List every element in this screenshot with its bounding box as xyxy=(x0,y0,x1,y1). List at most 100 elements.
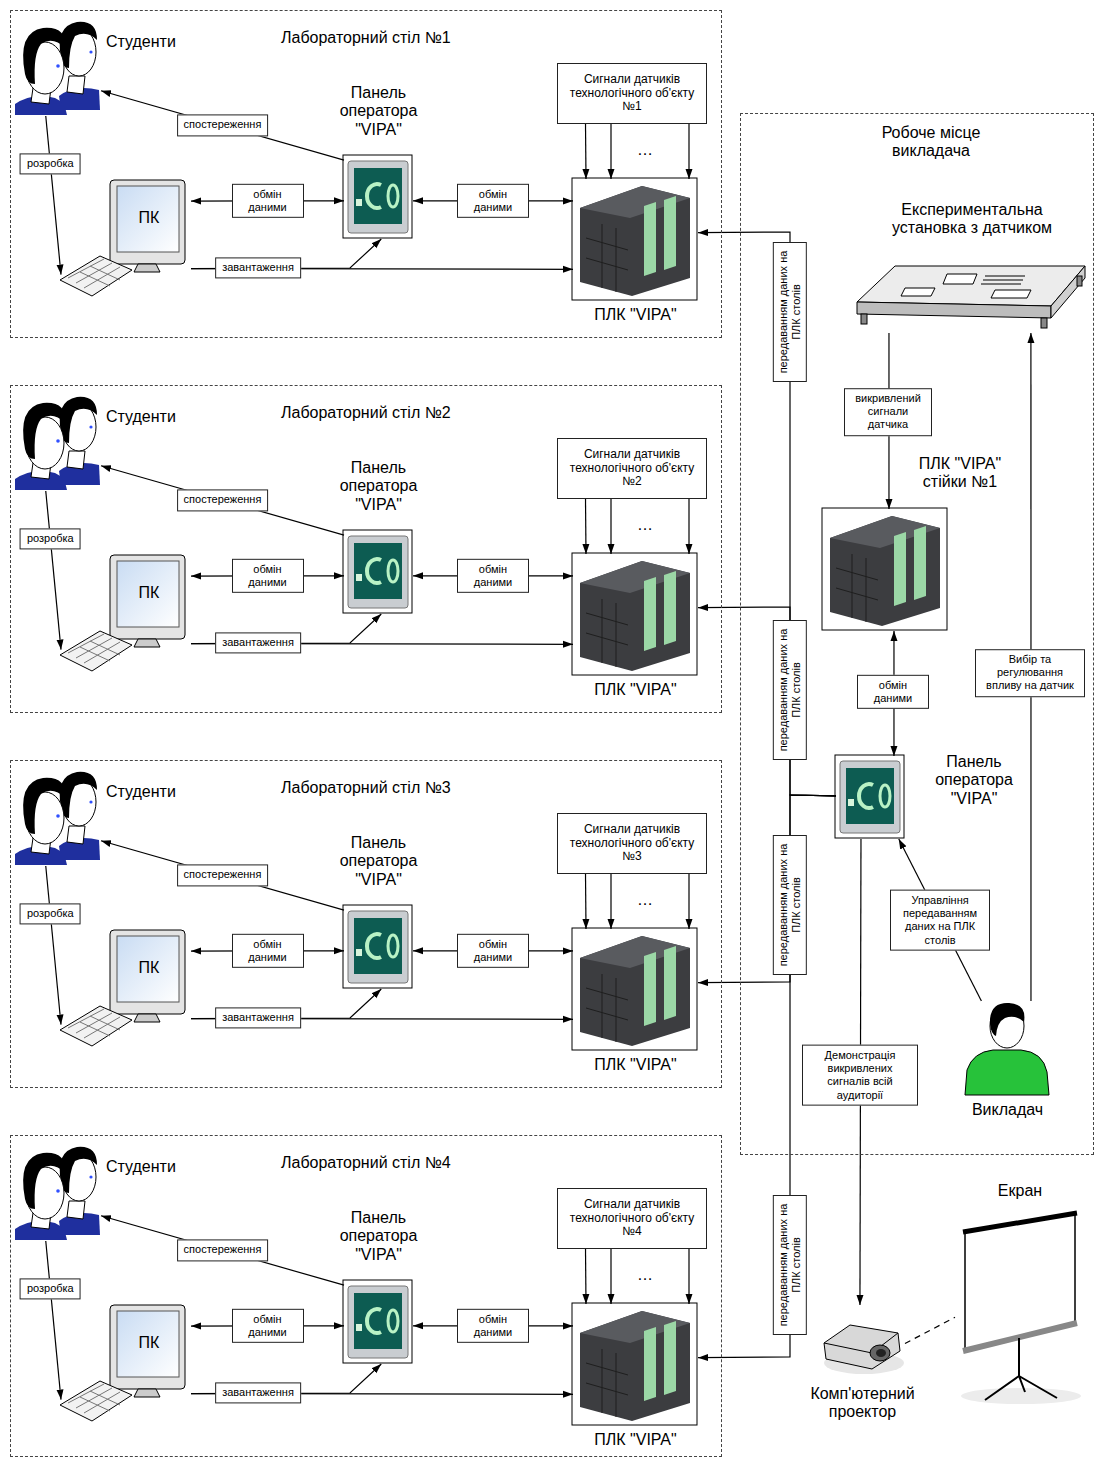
experimental-setup: Експериментальна установка з датчиком xyxy=(856,263,1088,333)
connector-label: передаванням даних на ПЛК столів xyxy=(773,620,807,760)
experimental-setup-figure xyxy=(857,266,1085,328)
continuation-mark: … xyxy=(637,892,653,908)
arrow-connector xyxy=(698,232,836,796)
operator-panel: Панель оператора "VIPA" xyxy=(344,1281,413,1364)
students-icon: Студенти xyxy=(16,394,101,491)
node-label: Панель оператора "VIPA" xyxy=(924,753,1024,808)
node-label: Сигнали датчиків технологічного об'єкту … xyxy=(564,448,700,489)
arrow-connector xyxy=(698,607,836,796)
connector-label: завантаження xyxy=(215,1382,301,1403)
node-label: Студенти xyxy=(106,1158,206,1176)
node-label: Сигнали датчиків технологічного об'єкту … xyxy=(564,1198,700,1239)
students-icon: Студенти xyxy=(16,19,101,116)
arrow-connector xyxy=(101,91,344,160)
pc-icon: ПК xyxy=(61,556,191,676)
plc-figure xyxy=(572,178,697,300)
arrow-connector xyxy=(101,841,344,910)
signal-box: Сигнали датчиків технологічного об'єкту … xyxy=(557,63,707,124)
node-label: ПЛК "VIPA" стійки №1 xyxy=(904,455,1016,492)
plc-unit: ПЛК "VIPA" xyxy=(573,929,698,1051)
node-label: Екран xyxy=(980,1182,1060,1200)
plc-unit: ПЛК "VIPA" xyxy=(573,554,698,676)
plc-figure xyxy=(572,553,697,675)
screen-icon: Екран xyxy=(955,1210,1085,1405)
plc-unit: ПЛК "VIPA" xyxy=(573,1304,698,1426)
connector-label: спостереження xyxy=(177,865,269,886)
connector-label: обмін даними xyxy=(232,184,304,218)
students-figure xyxy=(15,22,100,115)
arrow-connector xyxy=(585,499,587,554)
connector-label: Демонстрація викривлених сигналів всій а… xyxy=(802,1045,918,1106)
operator-panel: Панель оператора "VIPA" xyxy=(344,156,413,239)
arrow-connector xyxy=(585,1249,587,1304)
pc-icon: ПК xyxy=(61,1306,191,1426)
connector-label: викривлений сигнали датчика xyxy=(844,388,932,436)
connector-label: завантаження xyxy=(215,1007,301,1028)
arrow-connector xyxy=(688,1249,689,1304)
signal-box: Сигнали датчиків технологічного об'єкту … xyxy=(557,813,707,874)
operator-panel-figure xyxy=(343,530,412,613)
operator-panel-figure xyxy=(835,755,904,838)
node-label: ПК xyxy=(118,1334,180,1352)
connector-label: обмін даними xyxy=(457,559,529,593)
students-icon: Студенти xyxy=(16,1144,101,1241)
students-figure xyxy=(15,1147,100,1240)
connector-label: спостереження xyxy=(177,490,269,511)
node-label: ПЛК "VIPA" xyxy=(563,681,708,699)
node-label: Панель оператора "VIPA" xyxy=(326,459,431,514)
node-label: Студенти xyxy=(106,783,206,801)
arrow-connector xyxy=(610,124,611,179)
connector-label: розробка xyxy=(20,1278,81,1299)
connector-label: передаванням даних на ПЛК столів xyxy=(773,1195,807,1335)
arrow-connector xyxy=(688,124,689,179)
node-label: Панель оператора "VIPA" xyxy=(326,834,431,889)
operator-panel-figure xyxy=(343,1280,412,1363)
screen-figure xyxy=(961,1213,1081,1404)
node-label: Лабораторний стіл №2 xyxy=(281,404,521,422)
operator-panel-figure xyxy=(343,905,412,988)
connector-label: обмін даними xyxy=(457,934,529,968)
arrow-connector xyxy=(585,874,587,929)
pc-icon: ПК xyxy=(61,931,191,1051)
continuation-mark: … xyxy=(637,1267,653,1283)
pc-figure xyxy=(60,180,185,296)
teacher-icon: Викладач xyxy=(964,1001,1051,1096)
node-label: Комп'ютерний проектор xyxy=(790,1385,935,1422)
connector-label: Управління передаванням даних на ПЛК сто… xyxy=(890,890,990,951)
arrow-connector xyxy=(688,874,689,929)
lab-zone: СтудентиПК Панель оператора "VIPA" ПЛК "VI… xyxy=(10,385,722,713)
connector-label: завантаження xyxy=(215,632,301,653)
students-figure xyxy=(15,397,100,490)
node-label: Сигнали датчиків технологічного об'єкту … xyxy=(564,73,700,114)
connector-label: спостереження xyxy=(177,1240,269,1261)
pc-figure xyxy=(60,930,185,1046)
students-icon: Студенти xyxy=(16,769,101,866)
connector-label: передаванням даних на ПЛК столів xyxy=(773,835,807,975)
teacher-figure xyxy=(965,1003,1049,1095)
students-figure xyxy=(15,772,100,865)
connector-label: обмін даними xyxy=(232,559,304,593)
node-label: ПЛК "VIPA" xyxy=(563,1431,708,1449)
arrow-connector xyxy=(101,466,344,535)
arrow-connector xyxy=(610,1249,611,1304)
connector-label: завантаження xyxy=(215,257,301,278)
continuation-mark: … xyxy=(637,517,653,533)
continuation-mark: … xyxy=(637,142,653,158)
arrow-connector xyxy=(46,1241,61,1400)
operator-panel-figure xyxy=(343,155,412,238)
node-label: Експериментальна установка з датчиком xyxy=(866,201,1078,238)
connector-label: обмін даними xyxy=(232,934,304,968)
node-label: Сигнали датчиків технологічного об'єкту … xyxy=(564,823,700,864)
node-label: Лабораторний стіл №1 xyxy=(281,29,521,47)
projector-icon: Комп'ютерний проектор xyxy=(820,1305,905,1375)
plc-unit: ПЛК "VIPA" стійки №1 xyxy=(823,509,948,631)
node-label: Панель оператора "VIPA" xyxy=(326,1209,431,1264)
connector-label: обмін даними xyxy=(457,184,529,218)
connector-label: розробка xyxy=(20,903,81,924)
arrow-connector xyxy=(101,1216,344,1285)
arrow-connector xyxy=(610,874,611,929)
node-label: Лабораторний стіл №4 xyxy=(281,1154,521,1172)
connector-label: спостереження xyxy=(177,115,269,136)
arrow-connector xyxy=(46,866,61,1025)
